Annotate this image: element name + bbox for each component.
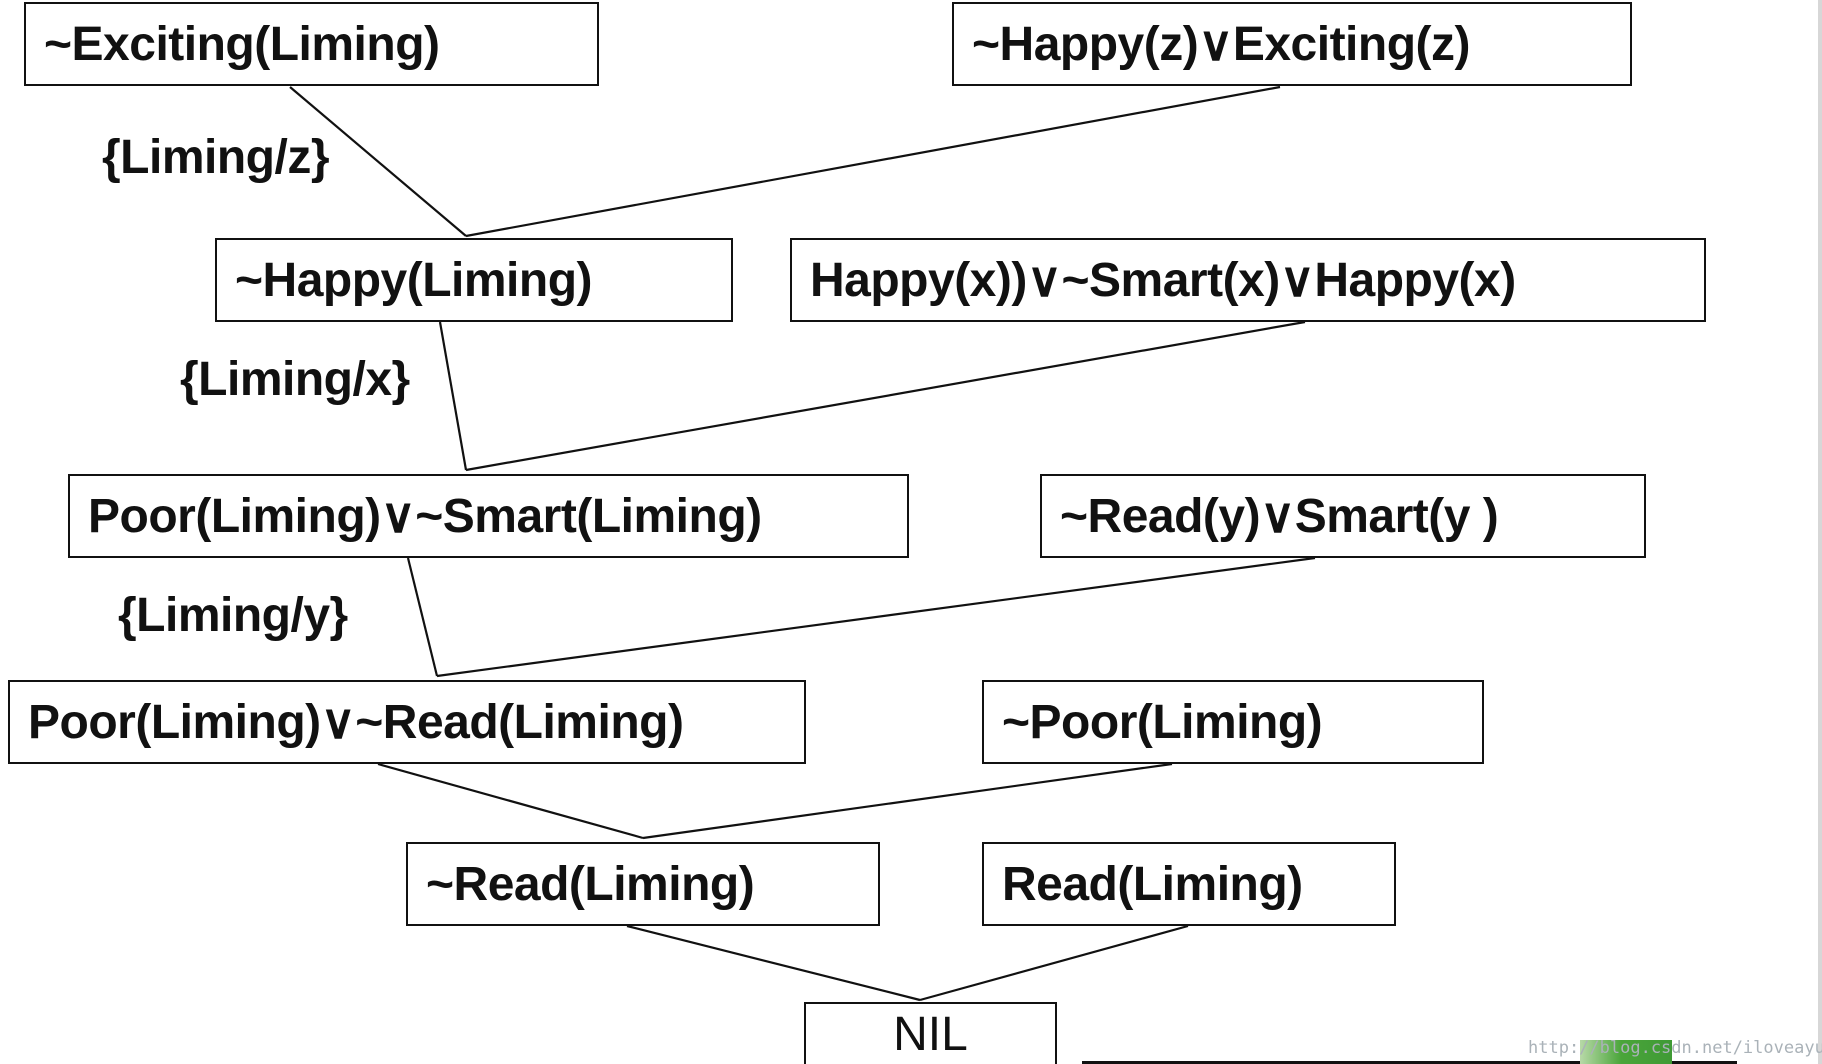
edge-n5-n7: [406, 557, 439, 677]
edge-n3-n5: [438, 321, 468, 471]
edge-n7-n9: [377, 762, 644, 840]
clause-text: Poor(Liming)∨~Read(Liming): [28, 696, 684, 749]
edge-n1-n3: [289, 86, 467, 237]
clause-happy-or-not-smart: Happy(x))∨~Smart(x)∨Happy(x): [790, 238, 1706, 322]
clause-poor-or-not-read-liming: Poor(Liming)∨~Read(Liming): [8, 680, 806, 764]
right-edge-strip: [1818, 0, 1822, 1064]
clause-not-read-liming: ~Read(Liming): [406, 842, 880, 926]
substitution-z: {Liming/z}: [102, 131, 330, 184]
clause-text: Read(Liming): [1002, 857, 1303, 911]
clause-text: ~Poor(Liming): [1002, 695, 1323, 749]
clause-text: Happy(x))∨~Smart(x)∨Happy(x): [810, 254, 1516, 307]
clause-text: ~Read(Liming): [426, 857, 755, 911]
bottom-rule-line: [1082, 1061, 1737, 1064]
edge-n6-n7: [436, 556, 1316, 678]
clause-happy-or-exciting: ~Happy(z)∨Exciting(z): [952, 2, 1632, 86]
edge-n10-n11: [919, 924, 1189, 1002]
edge-n8-n9: [642, 762, 1173, 840]
clause-text: ~Exciting(Liming): [44, 17, 440, 71]
clause-text: ~Happy(Liming): [235, 253, 593, 307]
clause-poor-or-not-smart-liming: Poor(Liming)∨~Smart(Liming): [68, 474, 909, 558]
watermark-green-block: [1580, 1040, 1672, 1064]
clause-text: ~Happy(z)∨Exciting(z): [972, 18, 1471, 71]
substitution-x: {Liming/x}: [180, 353, 410, 406]
clause-not-happy-liming: ~Happy(Liming): [215, 238, 733, 322]
edge-n2-n3: [465, 85, 1281, 238]
clause-not-exciting-liming: ~Exciting(Liming): [24, 2, 599, 86]
clause-not-read-or-smart: ~Read(y)∨Smart(y ): [1040, 474, 1646, 558]
clause-text: Poor(Liming)∨~Smart(Liming): [88, 490, 762, 543]
edge-n4-n5: [465, 320, 1306, 472]
substitution-y: {Liming/y}: [118, 589, 348, 642]
watermark-text: http://blog.csdn.net/iloveayu: [1528, 1038, 1822, 1058]
clause-read-liming: Read(Liming): [982, 842, 1396, 926]
clause-text: ~Read(y)∨Smart(y ): [1060, 490, 1499, 543]
clause-nil: NIL: [804, 1002, 1057, 1064]
clause-not-poor-liming: ~Poor(Liming): [982, 680, 1484, 764]
edge-n9-n11: [626, 924, 921, 1002]
nil-text: NIL: [893, 1007, 968, 1061]
